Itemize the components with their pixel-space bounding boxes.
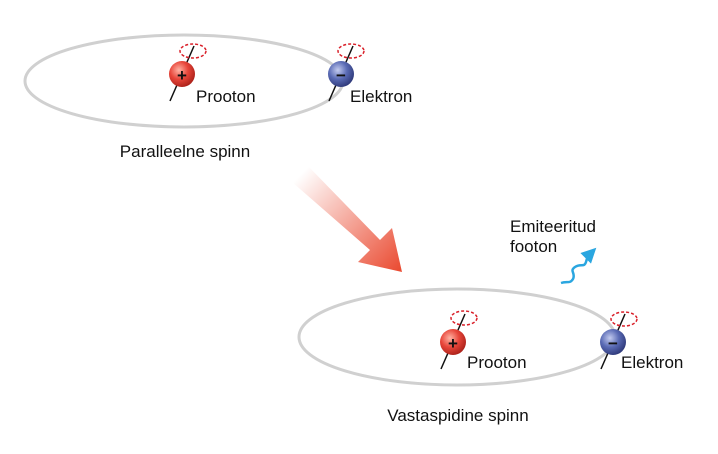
proton-label: Prooton [196,87,256,106]
parallel-spin-state: + Prooton − Elektron Paralleelne spinn [23,33,412,161]
caption: Vastaspidine spinn [387,406,528,425]
electron-sphere [328,61,354,87]
spin-rotation-icon [179,43,207,59]
electron: − Elektron [600,311,683,372]
proton-sphere [440,329,466,355]
electron-label: Elektron [350,87,412,106]
antiparallel-spin-state: + Prooton − Elektron Vastaspidine spinn [297,287,683,425]
plus-sign: + [448,334,458,353]
photon-label-line1: Emiteeritud [510,217,596,236]
plus-sign: + [177,66,187,85]
electron-label: Elektron [621,353,683,372]
proton-label: Prooton [467,353,527,372]
minus-sign: − [608,334,618,353]
proton: + Prooton [440,310,527,372]
minus-sign: − [336,66,346,85]
spin-rotation-icon [337,43,365,59]
proton-sphere [169,61,195,87]
photon-wave-icon [560,247,597,285]
photon-label-line2: footon [510,237,557,256]
electron: − Elektron [328,43,412,106]
spin-rotation-icon [450,310,478,326]
proton: + Prooton [169,43,256,106]
caption: Paralleelne spinn [120,142,250,161]
emitted-photon: Emiteeritud footon [510,217,597,285]
spin-rotation-icon [610,311,638,327]
electron-sphere [600,329,626,355]
transition-arrow [292,166,402,272]
